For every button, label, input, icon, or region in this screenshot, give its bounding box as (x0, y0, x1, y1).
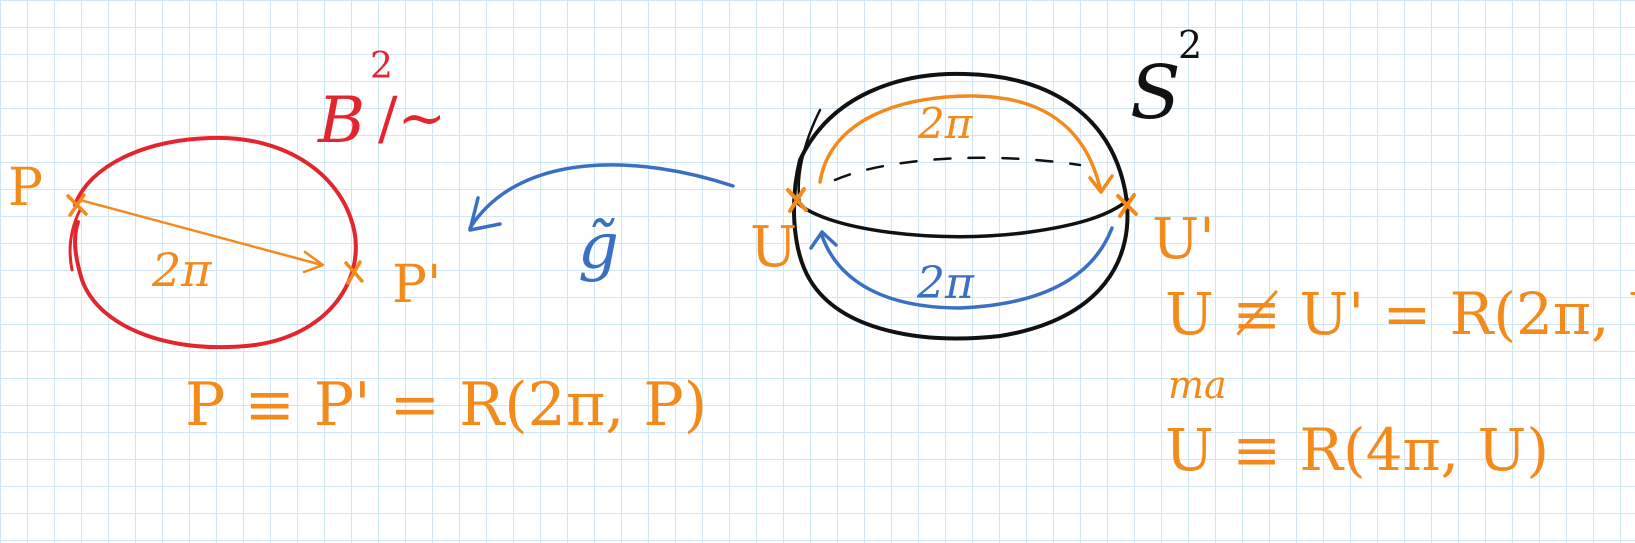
point-u-prime-marker (1116, 193, 1138, 218)
equator-back (833, 156, 1082, 182)
equator-front (793, 198, 1130, 239)
disk-boundary-red-overlap (68, 208, 82, 272)
point-p-prime-label: P' (392, 255, 441, 315)
right-equation-1: U ≢ U' = R(2π, U) (1165, 280, 1635, 348)
space-label-quotient: /~ (378, 84, 446, 152)
point-u-marker (786, 187, 808, 213)
diameter-label: 2π (151, 243, 212, 297)
sphere-outline (792, 71, 1130, 341)
point-p-label: P (8, 158, 43, 218)
point-p-prime-marker (344, 260, 364, 285)
point-p-marker (66, 193, 88, 217)
space-label-b-superscript: 2 (370, 46, 393, 87)
point-u-prime-label: U' (1152, 207, 1215, 272)
sphere-group: S 2 2π 2π U U' U ≢ U' = R(2π, U) ma U ≡ … (750, 23, 1635, 484)
top-arc-arrowhead (1088, 174, 1114, 194)
diameter-arrow-head (302, 250, 325, 274)
quotient-disk-group: B 2 /~ P P' 2π P ≡ P' = R(2π, P) (8, 46, 707, 440)
right-equation-2: ma (1168, 363, 1227, 407)
map-arrow-group: g̃ (468, 163, 735, 284)
sphere-label-s-superscript: 2 (1178, 23, 1202, 67)
map-arrow-head (468, 196, 502, 232)
diameter-arrow-line (78, 198, 324, 267)
right-equation-3: U ≡ R(4π, U) (1165, 416, 1549, 484)
space-label-b: B (317, 84, 365, 158)
left-equation: P ≡ P' = R(2π, P) (185, 370, 707, 440)
bottom-arc-arrowhead (809, 230, 838, 250)
top-arc-label: 2π (917, 99, 974, 148)
bottom-arc-label: 2π (916, 258, 975, 309)
disk-boundary-red (73, 135, 358, 350)
map-label: g̃ (578, 210, 619, 284)
top-arc-orange (818, 94, 1102, 190)
point-u-label: U (750, 215, 797, 280)
map-arrow-curve (468, 163, 735, 230)
sphere-label-s: S (1130, 50, 1181, 136)
bottom-arc-blue (820, 226, 1114, 310)
